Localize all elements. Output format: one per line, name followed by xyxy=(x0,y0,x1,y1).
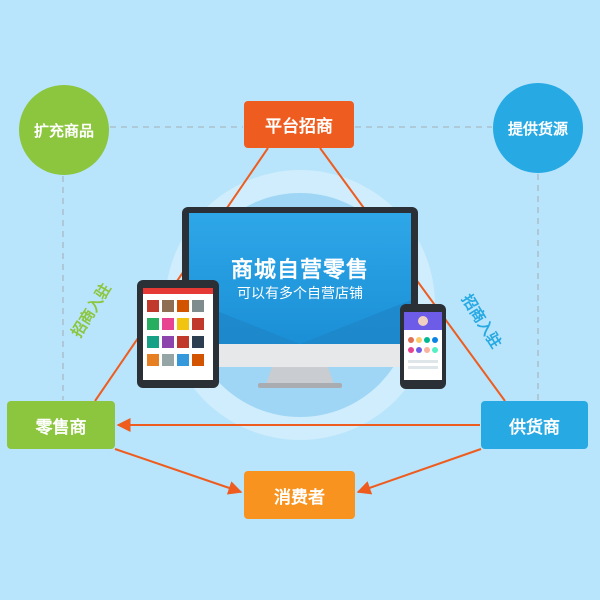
monitor-title: 商城自营零售 xyxy=(230,258,369,283)
phone-avatar xyxy=(418,316,428,326)
monitor-chin xyxy=(182,344,418,367)
arrow-retailer-consumer xyxy=(114,448,243,495)
phone-illustration xyxy=(400,304,446,389)
node-consumer: 消费者 xyxy=(244,471,355,519)
line-platform-retailer xyxy=(94,147,269,402)
node-expand-products: 扩充商品 xyxy=(19,85,109,175)
node-platform-recruit: 平台招商 xyxy=(244,101,354,148)
node-supplier: 供货商 xyxy=(481,401,588,449)
monitor-illustration xyxy=(182,207,418,388)
monitor-base xyxy=(258,383,342,388)
tablet-illustration xyxy=(137,280,219,388)
monitor-stand xyxy=(266,367,334,384)
arrow-supplier-consumer xyxy=(356,448,482,495)
tablet-header xyxy=(143,288,213,294)
node-provide-supply: 提供货源 xyxy=(493,83,583,173)
screen-chevron xyxy=(189,300,411,344)
monitor-subtitle: 可以有多个自营店铺 xyxy=(237,286,363,302)
node-retailer: 零售商 xyxy=(7,401,115,449)
tablet-products xyxy=(147,300,204,366)
dashed-connectors xyxy=(62,126,539,400)
phone-icons xyxy=(408,337,438,353)
